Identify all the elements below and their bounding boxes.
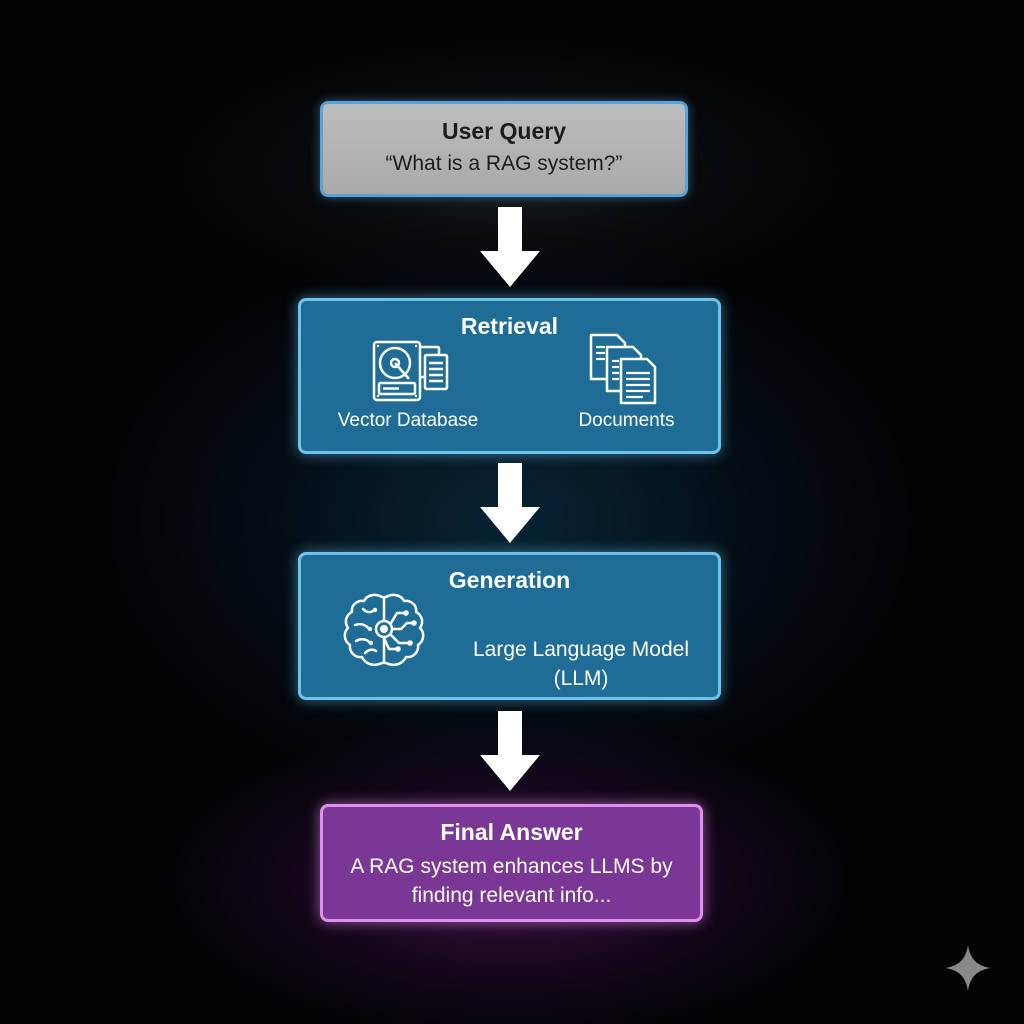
final-answer-line1: A RAG system enhances LLMS by [350,855,673,878]
llm-label-line1: Large Language Model [472,638,689,661]
user-query-box: User Query “What is a RAG system?” [320,101,688,197]
user-query-text: “What is a RAG system?” [385,152,623,175]
final-answer-text: A RAG system enhances LLMS by finding re… [333,852,690,910]
generation-box: Generation [298,552,721,700]
final-answer-title: Final Answer [440,819,583,845]
retrieval-box: Retrieval [298,298,721,454]
documents-stack-icon [589,333,657,405]
llm-label: Large Language Model (LLM) [441,635,721,693]
down-arrow-icon [480,711,540,791]
brain-circuit-icon [343,593,425,666]
user-query-title: User Query [441,118,566,144]
down-arrow-icon [480,207,540,287]
retrieval-title: Retrieval [460,313,559,339]
sparkle-icon [945,945,991,991]
generation-title: Generation [448,567,571,593]
llm-label-line2: (LLM) [553,667,609,690]
hard-drive-database-icon [372,340,449,402]
vector-database-label: Vector Database [337,410,479,431]
documents-label: Documents [578,410,675,431]
final-answer-line2: finding relevant info... [411,884,612,907]
final-answer-box: Final Answer A RAG system enhances LLMS … [320,804,703,922]
down-arrow-icon [480,463,540,543]
